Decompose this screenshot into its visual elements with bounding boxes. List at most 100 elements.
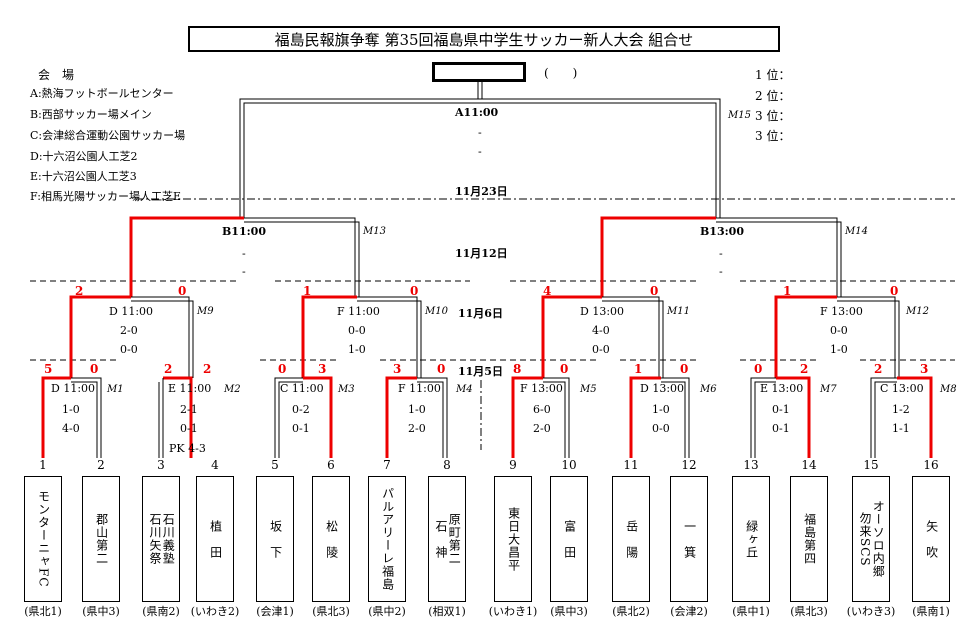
m5-score-1: 6-0: [533, 403, 551, 416]
m2-score-1: 2-1: [180, 403, 198, 416]
team-seed-number: 1: [39, 458, 47, 472]
team-region: (会津1): [256, 605, 294, 618]
venue-e: E:十六沼公園人工芝3: [30, 170, 137, 183]
team-name: オーソロ内郷: [871, 500, 886, 578]
m1-left-score: 5: [44, 362, 53, 376]
m7-right-score: 2: [800, 362, 809, 376]
qf2-time: F 11:00: [337, 305, 380, 318]
m2-right-score: 2: [203, 362, 212, 376]
team-seed-number: 2: [97, 458, 105, 472]
team-box: 坂 下: [256, 476, 294, 602]
qf4-right-score: 0: [890, 284, 899, 298]
team-name: 一 箕: [682, 519, 697, 559]
qf3-label: M11: [667, 306, 690, 317]
m3-left-score: 0: [278, 362, 287, 376]
rank-3b: 3 位：: [755, 129, 791, 143]
qf1-time: D 11:00: [109, 305, 154, 318]
qf3-score-1: 4-0: [592, 324, 610, 337]
team-name: 福島第四: [802, 513, 817, 565]
venue-d: D:十六沼公園人工芝2: [30, 150, 138, 163]
m6-score-1: 1-0: [652, 403, 670, 416]
m4-score-1: 1-0: [408, 403, 426, 416]
team-seed-number: 10: [561, 458, 577, 472]
final-time: A11:00: [455, 106, 499, 119]
team-name-secondary: 石 神: [434, 519, 448, 559]
rank-3a: 3 位：: [755, 109, 791, 123]
m2-label: M2: [224, 384, 241, 395]
team-region: (県北1): [24, 605, 62, 618]
m8-left-score: 2: [874, 362, 883, 376]
champion-paren: ( ): [544, 66, 578, 80]
team-seed-number: 14: [801, 458, 817, 472]
team-box: 富 田: [550, 476, 588, 602]
team-name: 原町第二: [447, 513, 462, 565]
m6-time: D 13:00: [640, 382, 685, 395]
semi2-score-2: -: [719, 265, 723, 278]
team-seed-number: 9: [509, 458, 517, 472]
team-name: 緑ヶ丘: [744, 519, 759, 559]
m2-time: E 11:00: [168, 382, 212, 395]
qf2-score-1: 0-0: [348, 324, 366, 337]
m1-score-1: 1-0: [62, 403, 80, 416]
team-seed-number: 5: [271, 458, 279, 472]
m5-left-score: 8: [513, 362, 522, 376]
qf3-time: D 13:00: [580, 305, 625, 318]
m2-pk: PK 4-3: [169, 442, 206, 455]
team-region: (県南1): [912, 605, 950, 618]
team-name-secondary: 勿来SCS: [858, 511, 872, 567]
team-seed-number: 7: [383, 458, 391, 472]
m1-score-2: 4-0: [62, 422, 80, 435]
m6-left-score: 1: [634, 362, 643, 376]
semi1-label: M13: [363, 226, 386, 237]
m3-score-2: 0-1: [292, 422, 310, 435]
venue-f: F:相馬光陽サッカー場人工芝E: [30, 190, 181, 203]
m7-score-1: 0-1: [772, 403, 790, 416]
team-name: 石川義塾: [161, 513, 176, 565]
semi1-score-1: -: [242, 247, 246, 260]
date-quarters: 11月6日: [458, 307, 503, 320]
team-region: (いわき1): [488, 605, 538, 618]
team-seed-number: 15: [863, 458, 879, 472]
m1-time: D 11:00: [51, 382, 96, 395]
team-box: 石 神原町第二: [428, 476, 466, 602]
team-name: 坂 下: [268, 519, 283, 559]
team-box: 岳 陽: [612, 476, 650, 602]
qf2-score-2: 1-0: [348, 343, 366, 356]
m1-label: M1: [107, 384, 124, 395]
team-region: (県北2): [612, 605, 650, 618]
m1-right-score: 0: [90, 362, 99, 376]
m4-label: M4: [456, 384, 473, 395]
team-region: (いわき3): [846, 605, 896, 618]
qf3-left-score: 4: [543, 284, 552, 298]
team-region: (県北3): [790, 605, 828, 618]
venue-b: B:西部サッカー場メイン: [30, 108, 152, 121]
m8-score-2: 1-1: [892, 422, 910, 435]
m5-label: M5: [580, 384, 597, 395]
team-name-secondary: 石川矢祭: [148, 513, 162, 565]
team-name: 松 陵: [324, 519, 339, 559]
date-final: 11月23日: [455, 185, 508, 198]
semi2-score-1: -: [719, 247, 723, 260]
team-seed-number: 8: [443, 458, 451, 472]
final-score-1: -: [478, 126, 482, 139]
team-name: 郡山第二: [94, 513, 109, 565]
team-name: 矢 吹: [924, 519, 939, 559]
m3-right-score: 3: [318, 362, 327, 376]
team-name: 富 田: [562, 519, 577, 559]
qf4-time: F 13:00: [820, 305, 863, 318]
qf3-right-score: 0: [650, 284, 659, 298]
qf3-score-2: 0-0: [592, 343, 610, 356]
qf1-score-1: 2-0: [120, 324, 138, 337]
team-seed-number: 4: [211, 458, 219, 472]
qf4-score-2: 1-0: [830, 343, 848, 356]
team-name: モンターニャFC: [36, 490, 51, 588]
m6-label: M6: [700, 384, 717, 395]
m3-score-1: 0-2: [292, 403, 310, 416]
team-name: パルアリーレ福島: [380, 487, 395, 591]
m7-time: E 13:00: [760, 382, 804, 395]
team-region: (相双1): [428, 605, 466, 618]
team-box: 石川矢祭石川義塾: [142, 476, 180, 602]
team-region: (県中1): [732, 605, 770, 618]
